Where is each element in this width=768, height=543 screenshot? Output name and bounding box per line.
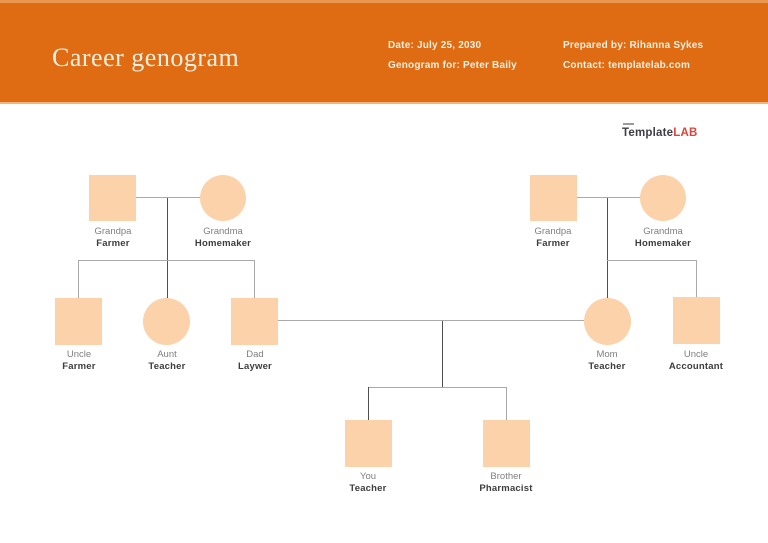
node-name: Grandma (643, 226, 683, 237)
header-meta-left: Date: July 25, 2030 Genogram for: Peter … (388, 36, 517, 76)
drop-line-brother (506, 387, 507, 420)
node-name: Grandma (203, 226, 243, 237)
descent-line-left-grandparents (167, 198, 168, 298)
node-name: Grandpa (94, 226, 132, 237)
node-career: Laywer (238, 361, 272, 372)
node-dad-shape (231, 298, 278, 345)
node-grandma-right-shape (640, 175, 686, 221)
meta-genogram-for: Genogram for: Peter Baily (388, 60, 517, 71)
drop-line-uncle-left (78, 260, 79, 298)
node-grandma-left-label: Grandma Homemaker (168, 226, 278, 250)
node-mom-label: Mom Teacher (552, 349, 662, 373)
templatelab-logo: TemplateLAB (622, 123, 698, 139)
meta-contact: Contact: templatelab.com (563, 60, 691, 71)
node-you-shape (345, 420, 392, 467)
node-name: You (359, 471, 377, 482)
couple-line-right-grandparents (577, 197, 640, 198)
page-title: Career genogram (52, 43, 240, 72)
meta-date: Date: July 25, 2030 (388, 40, 482, 51)
node-career: Farmer (62, 361, 96, 372)
node-name: Brother (490, 471, 522, 482)
sibling-bar-left (78, 260, 255, 261)
node-aunt-shape (143, 298, 190, 345)
node-career: Homemaker (194, 238, 252, 249)
node-grandma-left-shape (200, 175, 246, 221)
node-career: Teacher (588, 361, 626, 372)
node-grandma-right-label: Grandma Homemaker (608, 226, 718, 250)
node-career: Teacher (349, 483, 387, 494)
drop-line-uncle-right (696, 260, 697, 297)
node-brother-shape (483, 420, 530, 467)
sibling-bar-right (607, 260, 697, 261)
node-mom-shape (584, 298, 631, 345)
node-career: Teacher (148, 361, 186, 372)
node-grandpa-right-label: Grandpa Farmer (498, 226, 608, 250)
node-name: Aunt (157, 349, 177, 360)
node-career: Accountant (668, 361, 724, 372)
node-name: Dad (246, 349, 264, 360)
node-name: Uncle (683, 349, 709, 360)
node-uncle-right-shape (673, 297, 720, 344)
logo-text-lab: LAB (673, 127, 698, 139)
node-dad-label: Dad Laywer (200, 349, 310, 373)
logo-text-template: Template (622, 127, 674, 139)
header-meta-right: Prepared by: Rihanna Sykes Contact: temp… (563, 36, 703, 76)
node-you-label: You Teacher (313, 471, 423, 495)
header-band: Career genogram Date: July 25, 2030 Geno… (0, 0, 768, 104)
descent-line-dad-mom (442, 321, 443, 387)
node-brother-label: Brother Pharmacist (451, 471, 561, 495)
node-career: Farmer (536, 238, 570, 249)
drop-line-you (368, 387, 369, 420)
descent-line-right-grandparents (607, 198, 608, 298)
node-uncle-right-label: Uncle Accountant (641, 349, 751, 373)
meta-prepared-by: Prepared by: Rihanna Sykes (563, 40, 704, 51)
couple-line-left-grandparents (136, 197, 200, 198)
node-grandpa-right-shape (530, 175, 577, 221)
node-uncle-left-label: Uncle Farmer (24, 349, 134, 373)
node-name: Grandpa (534, 226, 572, 237)
sibling-bar-children (368, 387, 507, 388)
node-grandpa-left-shape (89, 175, 136, 221)
node-uncle-left-shape (55, 298, 102, 345)
node-career: Homemaker (634, 238, 692, 249)
node-grandpa-left-label: Grandpa Farmer (58, 226, 168, 250)
logo-trademark-mark (623, 123, 634, 125)
node-career: Farmer (96, 238, 130, 249)
drop-line-dad (254, 260, 255, 298)
couple-line-dad-mom (278, 320, 584, 321)
node-name: Mom (596, 349, 618, 360)
node-name: Uncle (66, 349, 92, 360)
node-aunt-label: Aunt Teacher (112, 349, 222, 373)
node-career: Pharmacist (479, 483, 533, 494)
